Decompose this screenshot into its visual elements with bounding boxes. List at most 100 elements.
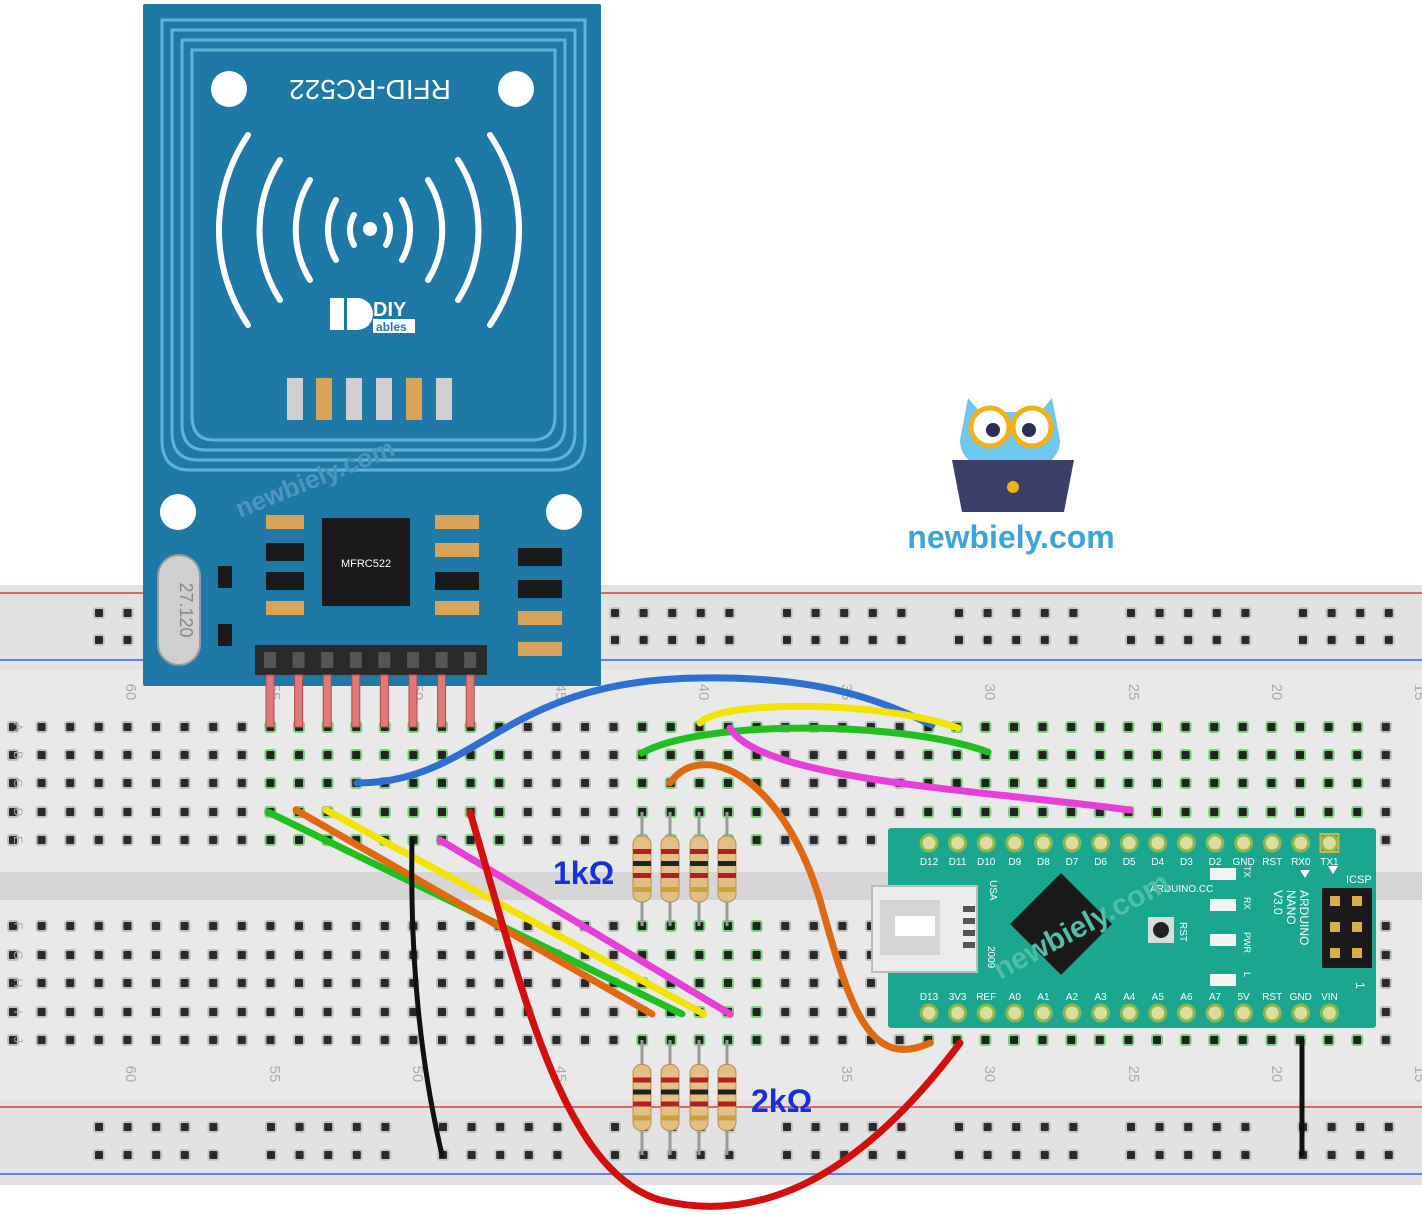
breadboard-hole [1322,1034,1335,1046]
resistor-band [690,1089,708,1095]
breadboard-hole [350,1006,363,1018]
nano-pin-label: D11 [949,857,967,868]
breadboard-hole [493,749,506,761]
rail-hole [723,634,736,646]
breadboard-hole [750,806,763,818]
breadboard-hole [464,920,477,932]
breadboard-hole [607,1006,620,1018]
column-number: 35 [838,1066,855,1083]
breadboard-hole [35,977,48,989]
breadboard-hole [1265,1034,1278,1046]
resistor-band [661,1115,679,1121]
atmega-chip [1010,873,1112,975]
rail-hole [465,1121,478,1133]
breadboard-hole [207,977,220,989]
breadboard-hole [1322,749,1335,761]
breadboard-hole [1322,777,1335,789]
breadboard-hole [350,806,363,818]
nano-pin-label: A0 [1009,992,1022,1003]
column-number: 25 [1125,684,1142,701]
breadboard-hole [207,749,220,761]
breadboard-hole [979,1034,992,1046]
nano-pin-label: D4 [1151,857,1164,868]
wire-yellow-diag [322,806,708,1018]
breadboard-hole [150,977,162,989]
breadboard-hole [750,949,763,961]
nano-pin-label: REF [976,992,996,1003]
nano-pin-bottom [1033,1003,1053,1023]
breadboard-hole [1265,806,1278,818]
breadboard-hole [150,749,162,761]
rail-hole [522,1149,535,1161]
nano-pin-top [1319,833,1339,853]
breadboard-hole [1351,749,1364,761]
rail-hole [981,607,994,619]
breadboard-hole [1379,806,1392,818]
breadboard-hole [836,806,849,818]
breadboard-hole [321,1034,334,1046]
icsp-pin1-label: 1 [1353,982,1367,989]
rail-hole [1125,1149,1137,1161]
breadboard-hole [693,949,706,961]
header-pin [265,674,275,728]
header-pin [437,674,447,728]
rail-hole [866,607,879,619]
column-number: 60 [122,1066,139,1083]
rail-hole [1210,1121,1223,1133]
rail-hole [121,607,134,619]
breadboard-hole [350,749,363,761]
breadboard-hole [1294,749,1306,761]
breadboard-hole [807,920,820,932]
rail-hole [809,634,822,646]
wire-blue [353,674,936,787]
nano-pin-label: A5 [1152,992,1165,1003]
breadboard-hole [121,920,134,932]
rail-hole [694,607,707,619]
icsp-label: ICSP [1346,874,1372,886]
nano-name-line: NANO [1284,890,1298,925]
breadboard-hole [178,920,191,932]
breadboard-hole [807,777,820,789]
resistor-body [717,1064,737,1131]
resistor-band [633,873,651,878]
led-label: TX [1242,866,1252,878]
breadboard-hole [1179,749,1192,761]
breadboard-hole [607,777,620,789]
breadboard-hole [7,920,19,932]
wire-red [466,808,964,1210]
column-number: 30 [981,684,998,701]
resistor-body [660,835,680,903]
breadboard-hole [807,1006,820,1018]
breadboard-hole [779,1034,792,1046]
breadboard-hole [1379,834,1392,846]
breadboard-hole [1179,806,1192,818]
breadboard-hole [750,920,763,932]
rail-hole [981,634,994,646]
column-number: 30 [981,1066,998,1083]
rail-hole [150,1121,163,1133]
breadboard-hole [64,920,77,932]
breadboard-hole [150,949,162,961]
nano-pin-label: RX0 [1291,857,1311,868]
breadboard-hole [436,949,448,961]
breadboard-hole [1179,777,1192,789]
breadboard-hole [92,1034,105,1046]
breadboard-hole [293,834,305,846]
breadboard-hole [550,1034,563,1046]
breadboard-hole [807,1034,820,1046]
rail-hole [178,1121,191,1133]
nano-pin-label: A1 [1037,992,1050,1003]
breadboard-hole [1379,749,1392,761]
rail-hole [1239,1149,1252,1161]
breadboard-hole [1322,806,1335,818]
resistor-band [718,1101,736,1107]
rail-hole [637,634,650,646]
breadboard-hole [7,777,19,789]
header-pin [294,674,304,728]
breadboard-hole [550,834,563,846]
nano-pin-label: D3 [1180,857,1193,868]
breadboard-hole [521,777,534,789]
breadboard-hole [64,834,77,846]
rail-hole [1354,607,1367,619]
row-letter: B [11,751,25,759]
